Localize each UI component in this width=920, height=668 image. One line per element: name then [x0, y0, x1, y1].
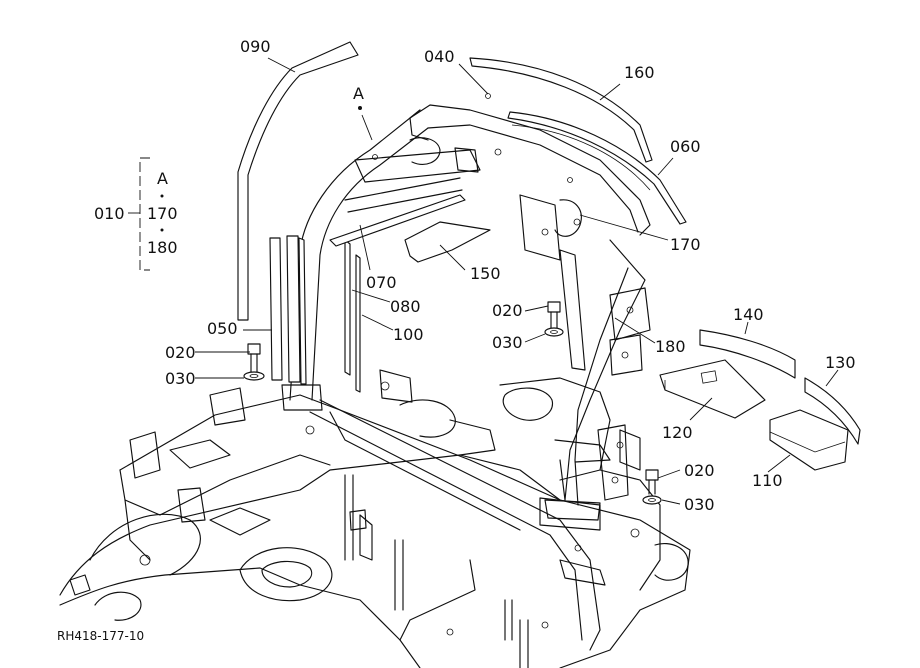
label-020-middle: 020: [492, 301, 523, 320]
part-120-shape: [660, 360, 765, 418]
bolt-right: [643, 470, 661, 504]
label-030-right: 030: [684, 495, 715, 514]
label-group-a: A: [157, 169, 168, 188]
part-070-shape: [330, 195, 465, 246]
part-050c-shape: [299, 238, 306, 384]
label-070: 070: [366, 273, 397, 292]
part-100-shape: [356, 255, 360, 392]
label-030-middle: 030: [492, 333, 523, 352]
part-110-shape: [770, 410, 848, 470]
marker-a-dot: [358, 106, 362, 110]
label-080: 080: [390, 297, 421, 316]
base-frame: [60, 370, 690, 668]
bolt-middle: [545, 302, 563, 336]
leader-lines: [195, 58, 838, 504]
group-bracket: [128, 158, 164, 270]
label-050: 050: [207, 319, 238, 338]
part-130-shape: [805, 378, 860, 444]
part-050-shape: [270, 238, 282, 380]
label-110: 110: [752, 471, 783, 490]
label-060: 060: [670, 137, 701, 156]
label-030-left: 030: [165, 369, 196, 388]
label-020-left: 020: [165, 343, 196, 362]
label-090: 090: [240, 37, 271, 56]
part-150-shape: [405, 222, 490, 262]
label-120: 120: [662, 423, 693, 442]
part-060-shape: [508, 112, 686, 224]
label-170: 170: [670, 235, 701, 254]
label-140: 140: [733, 305, 764, 324]
part-050b-shape: [287, 236, 300, 382]
part-040-shape: [486, 94, 491, 99]
part-090-shape: [238, 42, 358, 320]
part-080-shape: [345, 240, 350, 375]
drawing-reference: RH418-177-10: [57, 629, 144, 643]
label-010: 010: [94, 204, 125, 223]
label-marker-a: A: [353, 84, 364, 103]
label-040: 040: [424, 47, 455, 66]
bolt-left: [244, 344, 264, 380]
label-group-180: 180: [147, 238, 178, 257]
part-140-shape: [700, 330, 795, 378]
part-labels: 090 040 A 160 060 170 070 150 080 100 05…: [57, 37, 856, 643]
label-100: 100: [393, 325, 424, 344]
label-group-170: 170: [147, 204, 178, 223]
label-160: 160: [624, 63, 655, 82]
part-160-shape: [470, 58, 652, 162]
label-180: 180: [655, 337, 686, 356]
rops-frame: [282, 105, 650, 520]
label-130: 130: [825, 353, 856, 372]
label-020-right: 020: [684, 461, 715, 480]
label-150: 150: [470, 264, 501, 283]
